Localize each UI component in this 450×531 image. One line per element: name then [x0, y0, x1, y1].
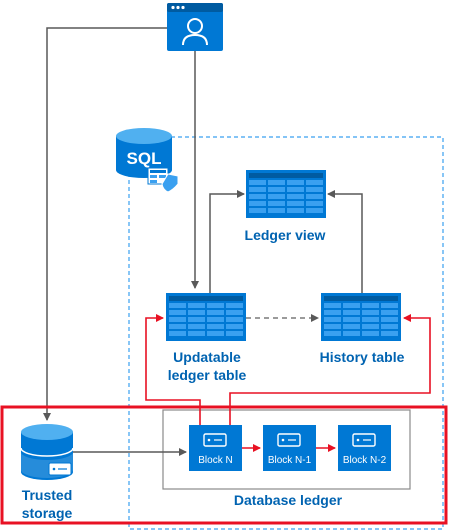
ledger-view-icon — [246, 170, 326, 218]
history-table-icon — [321, 293, 401, 341]
sql-database-icon: SQL — [116, 128, 179, 193]
block-n-2: Block N-2 — [338, 425, 391, 471]
block-n-1-server-icon — [277, 433, 301, 447]
history-to-view-connector — [327, 190, 363, 293]
history-table-label: History table — [320, 349, 405, 365]
updatable-to-view-connector — [209, 190, 245, 293]
block-to-history-connector — [229, 314, 431, 425]
trusted-storage-label-line1: Trusted — [22, 487, 73, 503]
updatable-table-label-line2: ledger table — [168, 367, 247, 383]
block-n-1: Block N-1 — [263, 425, 316, 471]
block-n: Block N — [189, 425, 242, 471]
user-to-storage-connector — [43, 27, 167, 421]
database-ledger-label: Database ledger — [234, 492, 343, 508]
updatable-ledger-table-icon — [166, 293, 246, 341]
updatable-table-label-line1: Updatable — [173, 349, 241, 365]
block-n-server-icon — [203, 433, 227, 447]
highlight-frame — [0, 405, 448, 525]
sql-label: SQL — [127, 149, 162, 168]
block-n-label: Block N — [198, 455, 232, 466]
trusted-storage-label-line2: storage — [22, 505, 73, 521]
user-icon — [167, 3, 223, 51]
block-n-1-label: Block N-1 — [268, 455, 312, 466]
trusted-storage-icon — [20, 424, 74, 480]
block-n-2-server-icon — [352, 433, 376, 447]
block-n-2-label: Block N-2 — [343, 455, 387, 466]
database-boundary — [128, 136, 444, 530]
ledger-view-label: Ledger view — [245, 227, 326, 243]
